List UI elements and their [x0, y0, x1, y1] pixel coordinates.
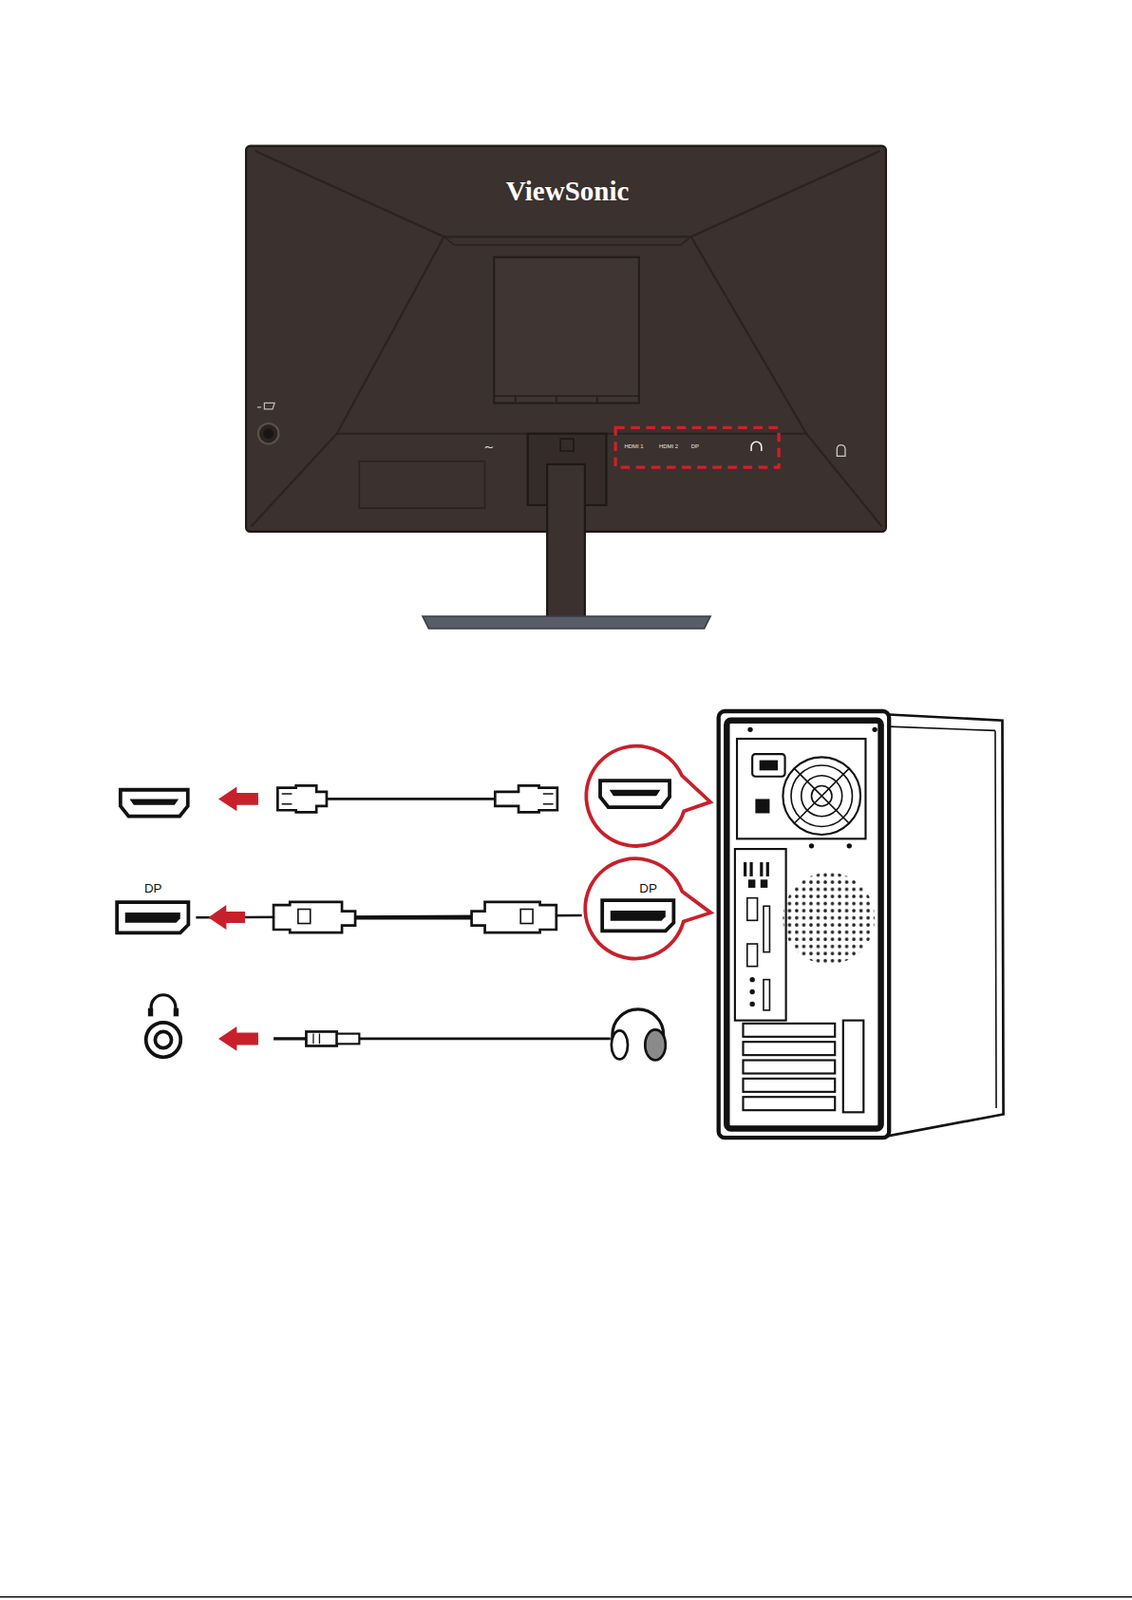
headphone-icon [148, 1008, 153, 1018]
fan [782, 756, 861, 835]
dp-port-icon [114, 900, 191, 936]
screw [809, 843, 814, 849]
port-name: DP [582, 882, 716, 895]
pc-side-panel [884, 714, 1004, 1137]
headphone-icon [173, 1008, 179, 1018]
dp-port-slot [610, 910, 666, 922]
power-symbol: ~ [483, 440, 494, 453]
pc-side-edge [887, 726, 997, 1109]
expansion-slot [742, 1078, 835, 1093]
vesa-plate [493, 257, 640, 404]
callout-outline [584, 858, 711, 959]
panel-line [255, 150, 881, 237]
audio-port [749, 989, 755, 995]
lock-icon [836, 445, 846, 457]
hdmi-plug [494, 785, 558, 812]
audio-plug-tip [273, 1037, 306, 1040]
page-rule [0, 1596, 1132, 1599]
dp-port [602, 900, 674, 931]
highlight-box [615, 427, 779, 468]
expansion-slot [742, 1096, 835, 1111]
port-label: DP [691, 444, 699, 451]
power-switch [754, 798, 770, 813]
audio-jack [154, 1031, 171, 1048]
fan-grill [793, 768, 849, 824]
hdmi-port-slot [609, 790, 661, 796]
usb-ports [745, 862, 769, 877]
io-panel [735, 849, 787, 1021]
fan [791, 765, 852, 827]
audio-port [749, 977, 755, 982]
joystick-button [258, 423, 279, 444]
hdmi-port [600, 780, 670, 808]
dp-plug [471, 902, 557, 933]
hdmi-plug [277, 785, 327, 812]
power-supply [736, 738, 866, 839]
hdmi-plug-detail [543, 793, 554, 805]
panel-line [444, 236, 692, 246]
dp-cable [355, 917, 472, 921]
audio-plug [305, 1031, 337, 1046]
expansion-slot [742, 1041, 835, 1056]
hdmi-cable [326, 797, 495, 801]
port-name: DP [110, 882, 196, 895]
vent [782, 872, 875, 965]
headphone-icon [751, 441, 762, 452]
audio-cable [358, 1037, 610, 1041]
button-icon [257, 402, 275, 409]
audio-plug-sleeve [337, 1034, 360, 1045]
dp-logo [298, 908, 311, 924]
red-arrow [218, 787, 259, 812]
vesa-plate-edge [493, 396, 640, 404]
port-callout: DP [582, 855, 716, 964]
screw [847, 843, 852, 849]
joystick-button [263, 428, 274, 439]
usb-port [748, 879, 756, 888]
dp-port-slot [125, 912, 181, 924]
port-callout [585, 746, 711, 847]
stand-neck [547, 464, 585, 618]
bracket [843, 1020, 864, 1114]
audio-plug-detail [313, 1034, 320, 1045]
panel-recess [358, 461, 485, 509]
expansion-slot [742, 1023, 835, 1038]
usb-port [760, 879, 769, 888]
power-socket [759, 760, 778, 772]
vga-port [747, 943, 758, 967]
audio-jack [146, 1022, 182, 1058]
dp-plug [273, 902, 356, 933]
brand-logo: ViewSonic [506, 178, 630, 207]
expansion-slot [742, 1060, 835, 1075]
red-arrow [218, 1026, 259, 1052]
serial-port [747, 898, 758, 922]
screw [871, 727, 877, 733]
panel-line [691, 236, 883, 527]
headphones-earcup [644, 1029, 665, 1060]
dp-logo [520, 908, 533, 924]
headphone-icon [150, 995, 176, 1015]
power-socket [752, 754, 785, 777]
parallel-port [763, 905, 770, 952]
hdmi-port [120, 790, 189, 817]
port-label: HDMI 1 [623, 444, 643, 451]
pc-frame [726, 720, 881, 1130]
hdmi-port-slot [130, 798, 180, 805]
headphones-earcup [611, 1030, 628, 1059]
audio-port [749, 1001, 755, 1007]
stand-latch [560, 438, 574, 452]
screw [747, 727, 753, 733]
port-label: HDMI 2 [659, 444, 679, 451]
pc-tower [718, 711, 889, 1138]
hdmi-plug-detail [282, 793, 293, 805]
dp-port: DP [110, 877, 196, 939]
stand-base [422, 616, 711, 629]
port [763, 980, 770, 1011]
dp-port-icon [600, 898, 677, 934]
dp-port [117, 902, 189, 933]
